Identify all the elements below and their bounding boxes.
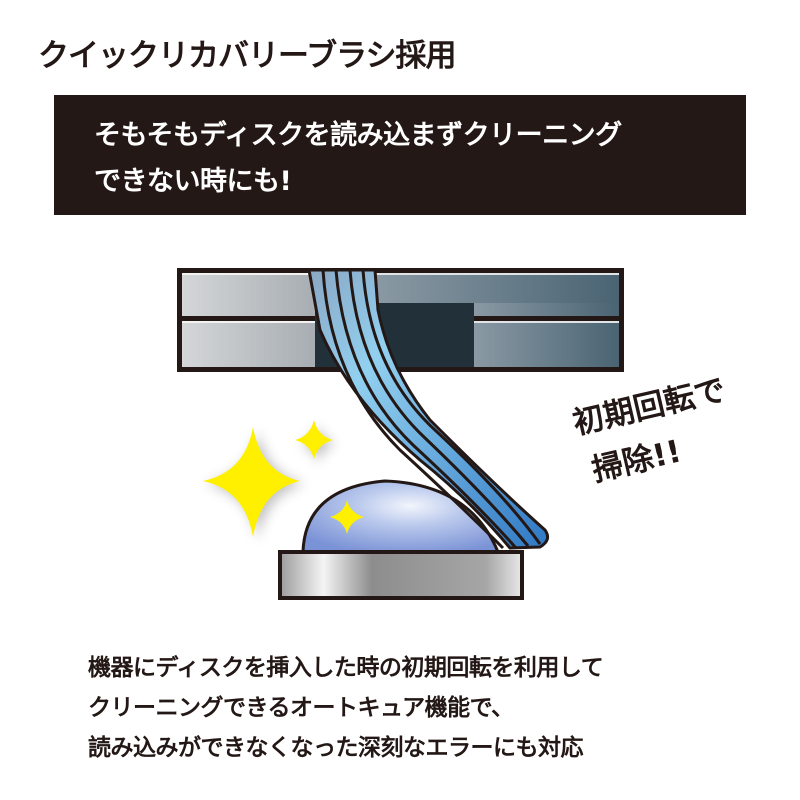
headline-banner: そもそもディスクを読み込まずクリーニング できない時にも!: [54, 95, 746, 215]
description-line-3: 読み込みができなくなった深刻なエラーにも対応: [88, 735, 584, 761]
banner-text: そもそもディスクを読み込まずクリーニング できない時にも!: [94, 113, 622, 205]
sparkle-large-icon: [203, 427, 300, 537]
lens-base-icon: [278, 550, 524, 600]
sparkle-small-icon: [295, 420, 333, 459]
banner-line-1: そもそもディスクを読み込まずクリーニング: [94, 120, 622, 151]
description-line-1: 機器にディスクを挿入した時の初期回転を利用して: [88, 655, 604, 681]
drive-slot-icon: [177, 268, 624, 372]
cleaning-brush-icon: [307, 268, 550, 550]
page-title: クイックリカバリーブラシ採用: [38, 38, 457, 74]
lens-dome-icon: [301, 479, 501, 554]
description-line-2: クリーニングできるオートキュア機能で、: [88, 695, 514, 721]
sparkle-on-lens-icon: [330, 500, 364, 534]
banner-line-2: できない時にも!: [94, 166, 292, 197]
description-text: 機器にディスクを挿入した時の初期回転を利用して クリーニングできるオートキュア機…: [88, 648, 604, 768]
